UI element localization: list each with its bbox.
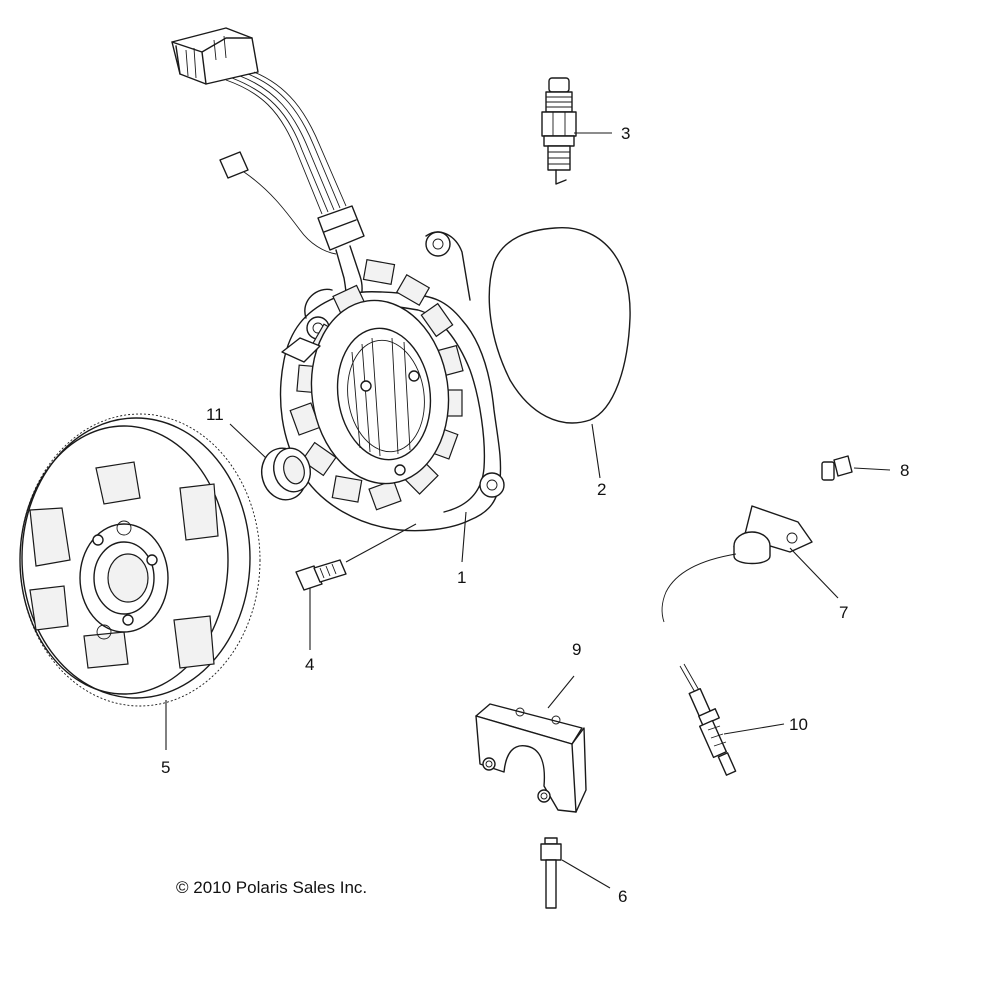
bolt <box>295 559 347 591</box>
sensor-connector <box>219 151 249 179</box>
callout-10: 10 <box>789 715 808 734</box>
callout-11: 11 <box>206 405 224 424</box>
callout-2: 2 <box>597 480 606 499</box>
rivet <box>540 837 562 909</box>
callout-6: 6 <box>618 887 627 906</box>
screw <box>821 455 853 481</box>
callout-7: 7 <box>839 603 848 622</box>
callout-5: 5 <box>161 758 170 777</box>
bracket <box>475 703 587 813</box>
leader-lines <box>165 132 891 889</box>
oil-seal <box>261 447 311 501</box>
harness-clip <box>317 205 365 251</box>
harness-wires <box>225 71 347 215</box>
callout-1: 1 <box>457 568 466 587</box>
flywheel <box>19 413 261 707</box>
harness-connector <box>171 27 259 85</box>
pickup-coil <box>661 505 813 623</box>
callout-4: 4 <box>305 655 314 674</box>
callout-3: 3 <box>621 124 630 143</box>
callout-9: 9 <box>572 640 581 659</box>
gasket <box>488 227 631 424</box>
spark-plug <box>541 77 577 185</box>
sensor <box>679 663 737 776</box>
stator-assembly <box>171 27 505 532</box>
callout-8: 8 <box>900 461 909 480</box>
copyright-notice: © 2010 Polaris Sales Inc. <box>176 878 367 897</box>
callout-labels: 1 2 3 4 5 6 7 8 9 10 11 <box>161 124 909 906</box>
